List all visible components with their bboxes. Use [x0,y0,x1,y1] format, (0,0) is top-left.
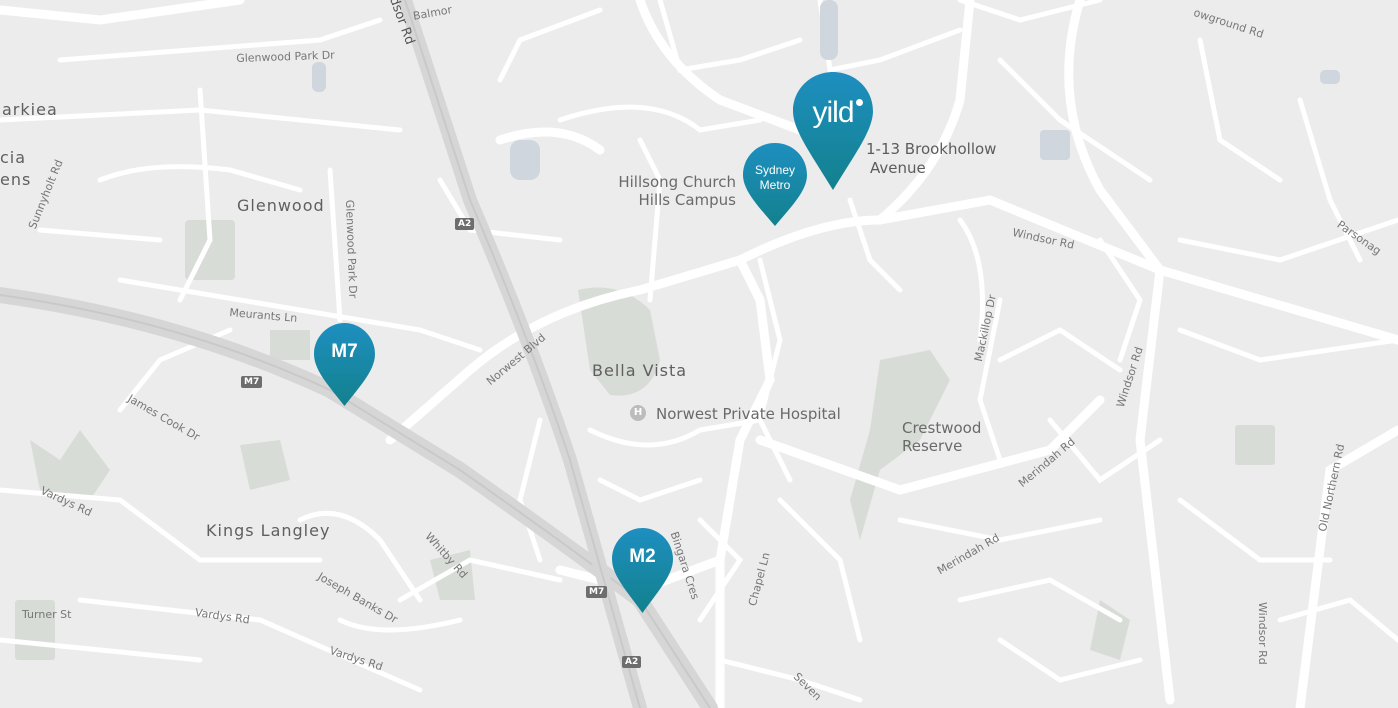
road-shield-a2-bottom: A2 [622,656,642,668]
poi-crestwood-line1: Crestwood [902,419,982,437]
address-line1: 1-13 Brookhollow [866,140,997,158]
suburb-label-kings-langley: Kings Langley [206,521,331,540]
yild-logo-text: yild [812,96,854,129]
yild-location-pin[interactable]: yild [793,72,873,190]
suburb-label-parklea: arkiea [2,100,58,119]
poi-label-hillsong: Hillsong Church Hills Campus [598,173,736,209]
suburb-label-acia: cia [0,148,27,167]
motorways [0,0,718,708]
yild-logo-dot [856,99,863,106]
street-label-turner-st: Turner St [22,608,72,621]
map-pin-icon [793,72,873,190]
map-pin-icon [314,323,375,406]
hospital-icon: H [630,405,646,421]
parks [15,220,1275,660]
m7-pin[interactable]: M7 [314,323,375,406]
sydney-metro-pin[interactable]: Sydney Metro [743,143,807,226]
water [312,0,1340,180]
poi-label-crestwood-reserve: Crestwood Reserve [902,419,981,455]
address-label: 1-13 Brookhollow Avenue [866,140,996,178]
poi-crestwood-line2: Reserve [902,437,963,455]
map-pin-icon [612,528,673,613]
suburb-label-gardens: ens [0,170,32,189]
m2-pin-label: M2 [629,546,656,567]
road-shield-m7-left: M7 [241,376,263,388]
street-label-windsor-rd-right: Windsor Rd [1256,602,1269,665]
sydney-metro-pin-label: Sydney Metro [743,163,807,193]
map-pin-icon [743,143,807,226]
sydney-metro-line2: Metro [759,178,791,192]
road-shield-m7-bottom: M7 [586,586,608,598]
suburb-label-glenwood: Glenwood [237,196,325,215]
poi-hillsong-line2: Hills Campus [638,191,737,209]
address-line2: Avenue [870,159,926,177]
m2-pin[interactable]: M2 [612,528,673,613]
poi-hillsong-line1: Hillsong Church [618,173,736,191]
sydney-metro-line1: Sydney [754,163,796,177]
road-shield-a2-top: A2 [455,218,475,230]
suburb-label-bella-vista: Bella Vista [592,361,688,380]
m7-pin-label: M7 [331,341,358,362]
poi-label-hospital: Norwest Private Hospital [656,405,841,423]
